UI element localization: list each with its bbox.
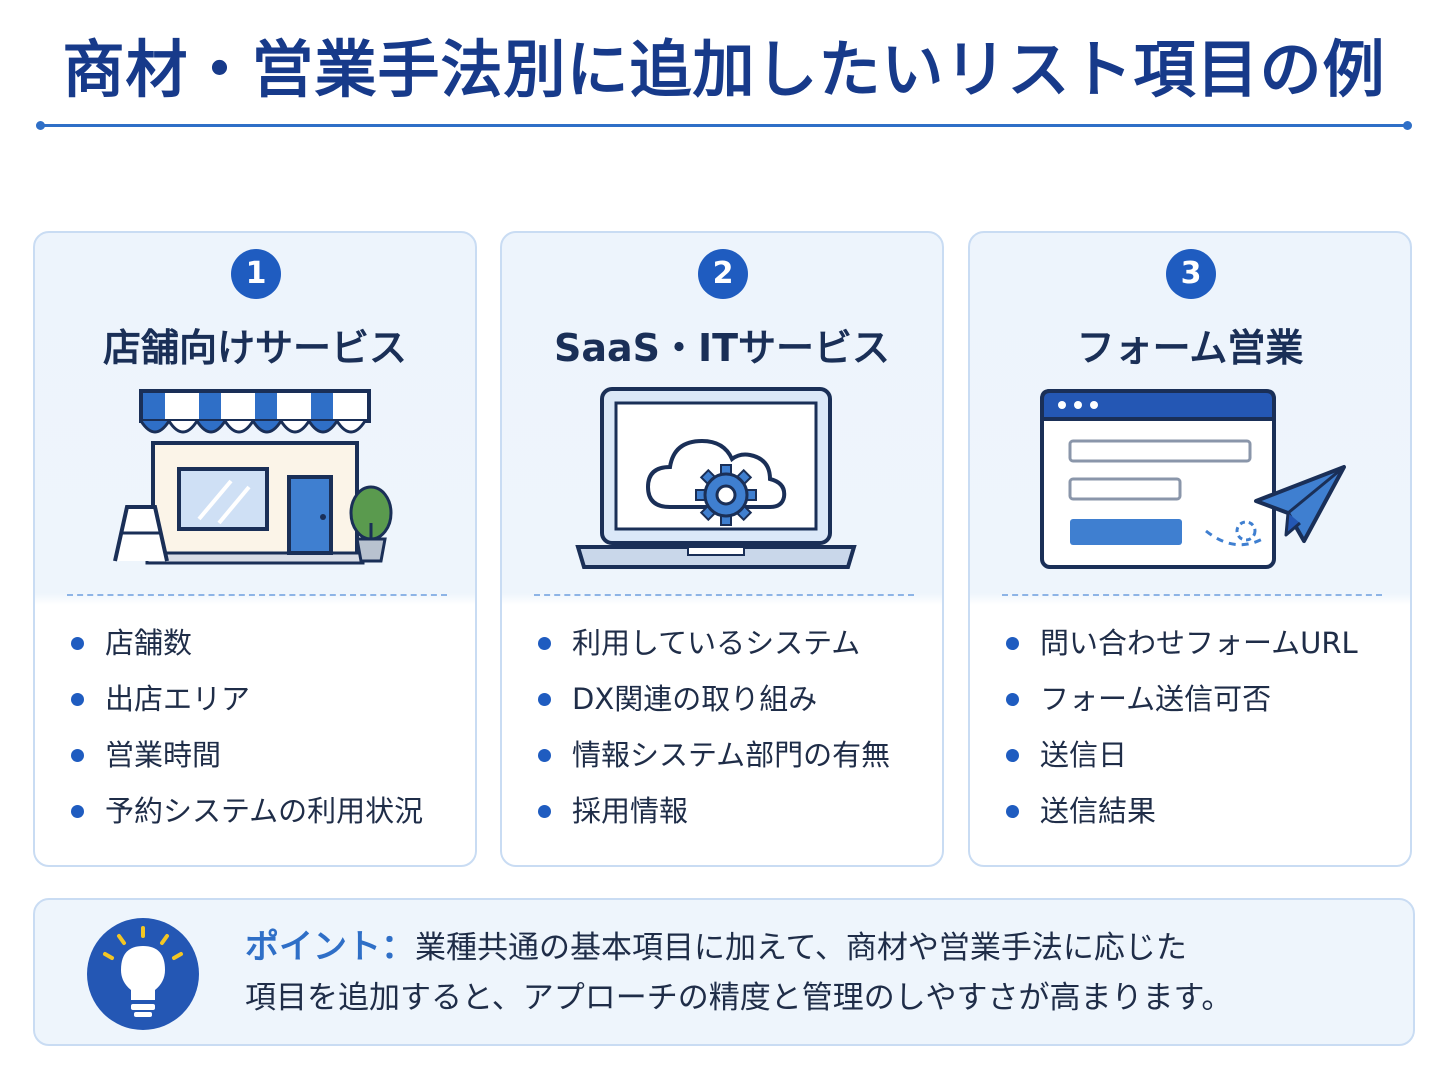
card-store-services: 1 店舗向けサービス bbox=[33, 231, 477, 867]
card-number-badge: 2 bbox=[698, 249, 748, 299]
list-item: 送信結果 bbox=[1006, 789, 1358, 845]
list-item: 営業時間 bbox=[71, 733, 423, 789]
list-item: 予約システムの利用状況 bbox=[71, 789, 423, 845]
section-divider bbox=[67, 594, 447, 596]
card-form-sales: 3 フォーム営業 問い合わせフォームURL フォーム送信可否 送信日 送信結果 bbox=[968, 231, 1412, 867]
list-item: 利用しているシステム bbox=[538, 621, 890, 677]
list-item: 出店エリア bbox=[71, 677, 423, 733]
list-item: 問い合わせフォームURL bbox=[1006, 621, 1358, 677]
card-title: SaaS・ITサービス bbox=[553, 326, 891, 370]
section-divider bbox=[1002, 594, 1382, 596]
item-list: 問い合わせフォームURL フォーム送信可否 送信日 送信結果 bbox=[1006, 621, 1358, 845]
lightbulb-icon bbox=[87, 918, 199, 1030]
item-list: 利用しているシステム DX関連の取り組み 情報システム部門の有無 採用情報 bbox=[538, 621, 890, 845]
list-item: 送信日 bbox=[1006, 733, 1358, 789]
page-title: 商材・営業手法別に追加したいリスト項目の例 bbox=[62, 33, 1386, 106]
title-divider bbox=[36, 121, 1412, 130]
item-list: 店舗数 出店エリア 営業時間 予約システムの利用状況 bbox=[71, 621, 423, 845]
point-text: ポイント：業種共通の基本項目に加えて、商材や営業手法に応じた 項目を追加すると、… bbox=[245, 922, 1232, 1023]
point-callout: ポイント：業種共通の基本項目に加えて、商材や営業手法に応じた 項目を追加すると、… bbox=[33, 898, 1415, 1046]
list-item: DX関連の取り組み bbox=[538, 677, 890, 733]
card-saas-it-services: 2 SaaS・ITサービス 利用しているシステム DX関連の取り組 bbox=[500, 231, 944, 867]
point-label: ポイント： bbox=[245, 927, 415, 967]
web-form-paper-plane-icon bbox=[1040, 389, 1346, 569]
section-divider bbox=[534, 594, 914, 596]
list-item: 店舗数 bbox=[71, 621, 423, 677]
card-title: フォーム営業 bbox=[1076, 326, 1304, 370]
card-number-badge: 3 bbox=[1166, 249, 1216, 299]
laptop-cloud-gear-icon bbox=[575, 387, 857, 569]
list-item: 情報システム部門の有無 bbox=[538, 733, 890, 789]
card-number-badge: 1 bbox=[231, 249, 281, 299]
list-item: フォーム送信可否 bbox=[1006, 677, 1358, 733]
storefront-icon bbox=[113, 389, 393, 565]
card-title: 店舗向けサービス bbox=[102, 326, 407, 370]
point-line-2: 項目を追加すると、アプローチの精度と管理のしやすさが高まります。 bbox=[245, 980, 1233, 1016]
list-item: 採用情報 bbox=[538, 789, 890, 845]
point-line-1: 業種共通の基本項目に加えて、商材や営業手法に応じた bbox=[415, 930, 1187, 966]
